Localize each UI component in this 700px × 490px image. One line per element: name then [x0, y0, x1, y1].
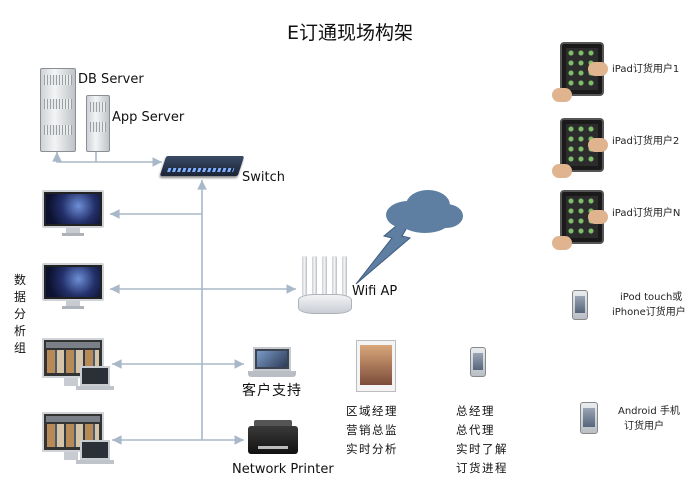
data-analysis-group-label: 数据分析组: [13, 273, 26, 355]
db-server-label: DB Server: [78, 72, 144, 87]
server-link: [52, 152, 162, 167]
ipod-line: iPhone订货用户: [612, 307, 686, 318]
role-line: 订货进程: [456, 461, 508, 475]
workstation-1: [42, 338, 114, 392]
role-line: 区域经理: [346, 404, 398, 418]
app-server-tower: [86, 95, 110, 152]
ipod-device: [572, 290, 588, 320]
imac-monitor-1: [42, 190, 104, 236]
workstation-2: [42, 412, 114, 466]
diagram-title: E订通现场构架: [286, 22, 413, 44]
ipod-line: iPod touch或: [620, 292, 683, 303]
ipad-user-label-n: iPad订货用户N: [612, 208, 681, 219]
network-printer: [248, 420, 298, 456]
network-switch: [159, 156, 245, 176]
wireless-cloud: [355, 190, 463, 285]
ipad-user-device-n: [552, 190, 608, 252]
role-line: 实时分析: [346, 442, 398, 456]
wifi-label: Wifi AP: [352, 284, 398, 299]
role-line: 总经理: [456, 404, 495, 418]
android-device: [580, 402, 598, 434]
android-user-label: Android 手机 订货用户: [618, 404, 680, 434]
switch-label: Switch: [242, 170, 285, 185]
role-line: 实时了解: [456, 442, 508, 456]
app-server-label: App Server: [112, 110, 185, 125]
imac-monitor-2: [42, 263, 104, 309]
general-roles: 总经理 总代理 实时了解 订货进程: [456, 402, 508, 478]
manager-tablet: [356, 340, 396, 392]
executive-phone: [470, 347, 486, 377]
db-server-tower: [40, 68, 76, 152]
printer-label: Network Printer: [232, 462, 334, 477]
android-line: 订货用户: [624, 421, 664, 432]
support-label: 客户支持: [242, 383, 302, 399]
role-line: 营销总监: [346, 423, 398, 437]
android-line: Android 手机: [618, 406, 680, 417]
ipad-user-device-2: [552, 118, 608, 180]
support-laptop: [248, 347, 296, 379]
ipad-user-label-2: iPad订货用户2: [612, 136, 680, 147]
wifi-access-point: [296, 256, 352, 320]
regional-roles: 区域经理 营销总监 实时分析: [346, 402, 398, 459]
role-line: 总代理: [456, 423, 495, 437]
ipad-user-label-1: iPad订货用户1: [612, 64, 680, 75]
ipod-user-label: iPod touch或 iPhone订货用户: [612, 290, 686, 320]
ipad-user-device-1: [552, 42, 608, 104]
